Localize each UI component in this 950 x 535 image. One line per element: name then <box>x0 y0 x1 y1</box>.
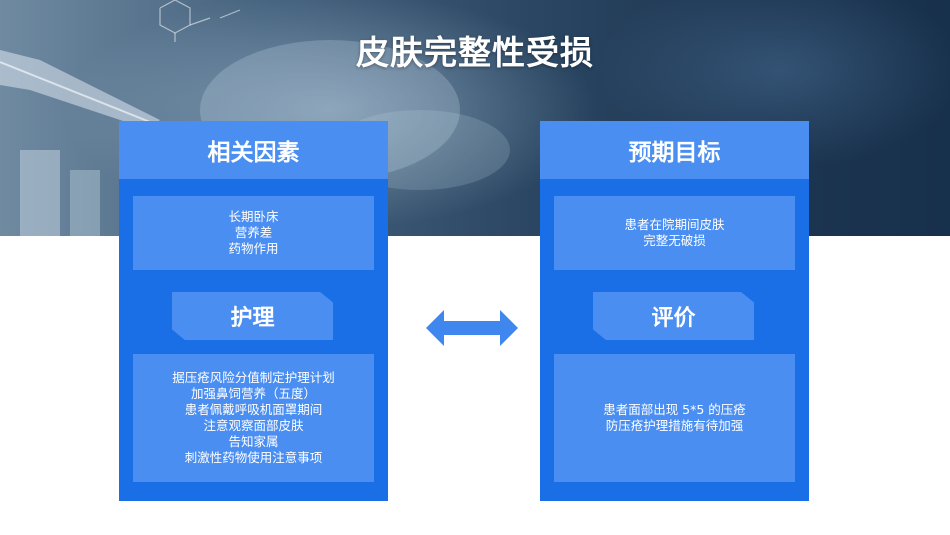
factor-item: 营养差 <box>235 225 273 241</box>
nursing-item: 加强鼻饲营养（五度） <box>191 386 316 402</box>
related-factors-box: 长期卧床 营养差 药物作用 <box>133 196 374 270</box>
factor-item: 药物作用 <box>228 241 278 257</box>
nursing-item: 刺激性药物使用注意事项 <box>185 450 323 466</box>
nursing-item: 注意观察面部皮肤 <box>203 418 303 434</box>
expected-goals-header: 预期目标 <box>540 121 809 179</box>
goal-item: 完整无破损 <box>643 233 706 249</box>
nursing-item: 患者佩戴呼吸机面罩期间 <box>185 402 323 418</box>
slide-title: 皮肤完整性受损 <box>0 26 950 74</box>
expected-goals-panel: 预期目标 患者在院期间皮肤 完整无破损 评价 患者面部出现 5*5 的压疮 防压… <box>540 121 809 501</box>
evaluation-label: 评价 <box>593 292 754 340</box>
expected-goals-box: 患者在院期间皮肤 完整无破损 <box>554 196 795 270</box>
double-arrow-icon <box>426 310 518 346</box>
nursing-label: 护理 <box>172 292 333 340</box>
goal-item: 患者在院期间皮肤 <box>624 217 724 233</box>
evaluation-item: 防压疮护理措施有待加强 <box>606 418 744 434</box>
related-factors-panel: 相关因素 长期卧床 营养差 药物作用 护理 据压疮风险分值制定护理计划 加强鼻饲… <box>119 121 388 501</box>
nursing-item: 据压疮风险分值制定护理计划 <box>172 370 335 386</box>
evaluation-item: 患者面部出现 5*5 的压疮 <box>603 402 746 418</box>
factor-item: 长期卧床 <box>228 209 278 225</box>
related-factors-header: 相关因素 <box>119 121 388 179</box>
nursing-measures-box: 据压疮风险分值制定护理计划 加强鼻饲营养（五度） 患者佩戴呼吸机面罩期间 注意观… <box>133 354 374 482</box>
nursing-item: 告知家属 <box>228 434 278 450</box>
evaluation-box: 患者面部出现 5*5 的压疮 防压疮护理措施有待加强 <box>554 354 795 482</box>
